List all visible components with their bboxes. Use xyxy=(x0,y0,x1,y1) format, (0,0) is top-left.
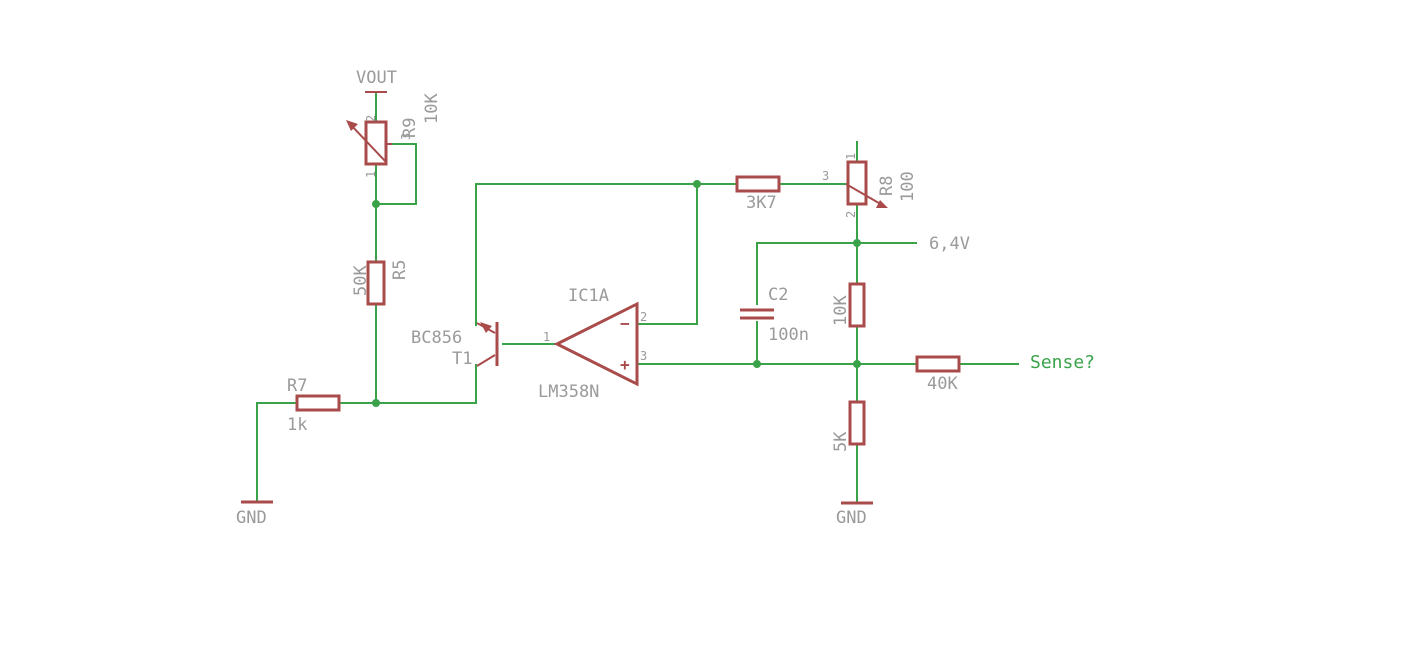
r8-arrow-head xyxy=(876,200,888,208)
r8-pin2-label: 2 xyxy=(844,211,858,218)
r9-pin3-label: 3 xyxy=(399,133,413,140)
r9-arrow-line xyxy=(349,123,387,163)
net-64v-label: 6,4V xyxy=(929,234,970,254)
r9-pin2-label: 2 xyxy=(364,115,378,122)
r-10k-label: 10K xyxy=(831,295,851,326)
r8-value-label: 100 xyxy=(898,171,918,202)
junctions xyxy=(372,180,861,407)
junction-dot xyxy=(372,399,380,407)
ic-pin3-label: 3 xyxy=(640,349,647,363)
potentiometer-r8 xyxy=(845,160,888,208)
r8-body xyxy=(846,160,868,206)
r8-name-label: R8 xyxy=(877,176,897,196)
opamp-triangle xyxy=(553,301,639,387)
net-sense-label: Sense? xyxy=(1030,352,1095,373)
junction-dot xyxy=(372,200,380,208)
wire-gnd-r7 xyxy=(256,402,298,501)
wire-feedback xyxy=(636,183,698,325)
r5-value-label: 50K xyxy=(351,265,371,296)
wire-c2-top xyxy=(756,242,858,305)
wire-t1-emitter xyxy=(475,183,698,326)
ic-minus-sign: − xyxy=(620,314,630,333)
resistor-10k xyxy=(848,282,866,328)
r9-arrow-head xyxy=(346,120,358,131)
resistor-r7 xyxy=(295,394,341,412)
ic-plus-sign: + xyxy=(620,355,630,374)
capacitor-c2 xyxy=(740,308,774,320)
ic-part-label: LM358N xyxy=(538,382,599,402)
t1-emitter-arrow xyxy=(480,322,492,333)
c2-name-label: C2 xyxy=(768,285,788,305)
r8-pin3-label: 3 xyxy=(822,169,829,183)
wire-r7-junction xyxy=(338,364,477,404)
r9-pin1-label: 1 xyxy=(364,171,378,178)
ic-pin2-label: 2 xyxy=(640,310,647,324)
r7-value-label: 1k xyxy=(287,415,307,435)
r9-name-label: R9 xyxy=(400,118,420,138)
r5-name-label: R5 xyxy=(390,260,410,280)
gnd-left-label: GND xyxy=(236,508,267,528)
resistor-40k xyxy=(915,355,961,373)
potentiometer-r9 xyxy=(346,120,392,166)
r8-arrow-line xyxy=(845,183,885,207)
vout-label: VOUT xyxy=(356,68,397,88)
r9-value-label: 10K xyxy=(422,93,442,124)
resistor-r5 xyxy=(366,260,386,306)
r-40k-label: 40K xyxy=(927,374,958,394)
gnd-right-label: GND xyxy=(836,508,867,528)
transistor-t1 xyxy=(476,322,499,367)
wires xyxy=(256,91,1019,503)
junction-dot xyxy=(853,239,861,247)
c2-value-label: 100n xyxy=(768,325,809,345)
t1-part-label: BC856 xyxy=(411,328,462,348)
r8-pin1-label: 1 xyxy=(844,153,858,160)
t1-collector-leg xyxy=(476,354,496,367)
resistor-5k xyxy=(848,400,866,446)
t1-name-label: T1 xyxy=(452,349,472,369)
junction-dot xyxy=(753,360,761,368)
r-3k7-label: 3K7 xyxy=(746,193,777,213)
junction-dot xyxy=(853,360,861,368)
ic-name-label: IC1A xyxy=(568,286,609,306)
ic-pin1-label: 1 xyxy=(543,330,550,344)
junction-dot xyxy=(693,180,701,188)
r7-name-label: R7 xyxy=(287,376,307,396)
opamp-ic1a xyxy=(553,301,639,387)
r-5k-label: 5K xyxy=(831,431,851,452)
resistor-3k7 xyxy=(735,175,781,193)
wire-r9-wiper xyxy=(375,143,417,205)
